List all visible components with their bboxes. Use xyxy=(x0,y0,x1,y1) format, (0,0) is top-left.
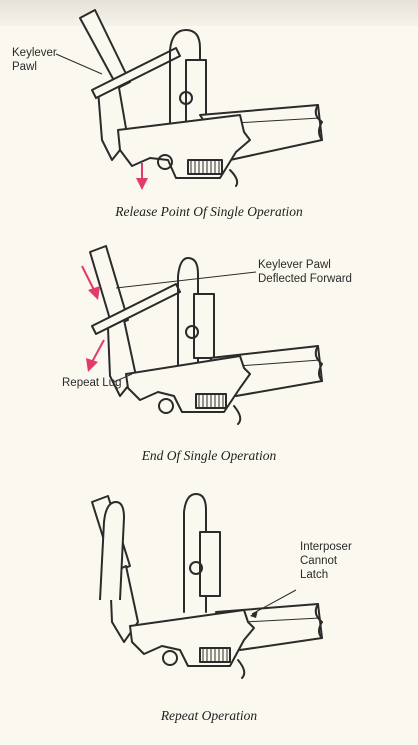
caption-repeat: Repeat Operation xyxy=(160,708,258,723)
leader-repeat-lug xyxy=(113,373,133,383)
latch-hook xyxy=(233,405,242,425)
keylever-pawl-bar xyxy=(91,47,181,99)
label-line: Cannot xyxy=(300,555,338,567)
pivot-screw xyxy=(185,325,199,339)
hook-wire xyxy=(183,493,207,613)
forward-arrow-top xyxy=(81,265,100,300)
leader-interposer xyxy=(251,589,297,615)
pivot-screw xyxy=(189,561,203,575)
pivot-hole xyxy=(162,650,178,666)
interposer-spring xyxy=(195,393,227,409)
panel-release-point: Keylever Pawl Release Point Of Single Op… xyxy=(0,0,418,230)
caption-release-point: Release Point Of Single Operation xyxy=(115,204,303,219)
label-line: Latch xyxy=(300,569,329,581)
caption-end-single: End Of Single Operation xyxy=(141,448,277,463)
mechanism-diagram-3 xyxy=(91,493,323,679)
interposer-body xyxy=(117,114,251,179)
forward-arrow-bottom xyxy=(86,339,105,372)
vertical-plate xyxy=(185,59,207,123)
vertical-plate xyxy=(193,293,215,359)
hook-wire xyxy=(177,257,199,377)
leader-keylever-pawl-deflected xyxy=(115,271,257,289)
label-keylever-pawl: Keylever Pawl xyxy=(12,46,57,74)
keylever-pawl-bar xyxy=(91,283,181,335)
label-interposer-cannot-latch: Interposer Cannot Latch xyxy=(300,540,352,582)
leader-keylever-pawl xyxy=(55,53,103,75)
vertical-plate xyxy=(199,531,221,597)
label-line: Keylever xyxy=(12,47,57,59)
break-line xyxy=(314,603,323,639)
hook-wire xyxy=(169,29,201,131)
down-arrow-1 xyxy=(136,163,148,190)
break-line xyxy=(314,345,323,382)
label-line: Deflected Forward xyxy=(258,273,352,285)
panel-end-single: Keylever Pawl Deflected Forward Repeat L… xyxy=(0,236,418,476)
pivot-hole xyxy=(157,154,173,170)
pivot-screw xyxy=(179,91,193,105)
label-line: Keylever Pawl xyxy=(258,259,331,271)
keylever-upper xyxy=(89,245,129,327)
mechanism-diagram-2 xyxy=(81,245,323,425)
label-line: Repeat Lug xyxy=(62,377,122,389)
interposer-body xyxy=(129,609,255,667)
mechanism-3 xyxy=(91,493,323,679)
break-line xyxy=(314,104,323,141)
latch-hook xyxy=(237,659,246,679)
interposer-spring xyxy=(187,159,223,175)
mechanism-diagram-1 xyxy=(55,9,323,190)
interposer-spring xyxy=(199,647,231,663)
mechanism-1 xyxy=(55,9,323,190)
pivot-hole xyxy=(158,398,174,414)
mechanism-2 xyxy=(81,245,323,425)
label-keylever-pawl-deflected: Keylever Pawl Deflected Forward xyxy=(258,258,352,286)
keylever-wire-front xyxy=(99,501,125,601)
interposer-body xyxy=(125,355,251,413)
label-line: Pawl xyxy=(12,61,37,73)
latch-hook xyxy=(229,169,239,187)
label-line: Interposer xyxy=(300,541,352,553)
label-repeat-lug: Repeat Lug xyxy=(62,376,121,390)
page-header-strip xyxy=(0,0,418,26)
panel-repeat: Interposer Cannot Latch Repeat Operation xyxy=(0,482,418,745)
